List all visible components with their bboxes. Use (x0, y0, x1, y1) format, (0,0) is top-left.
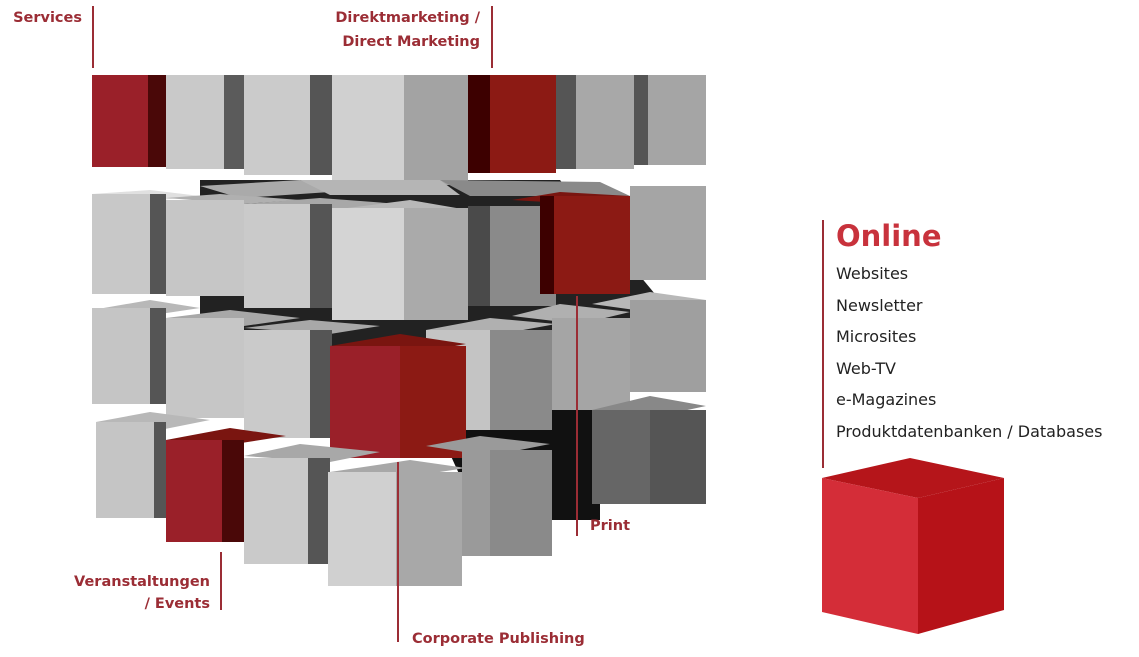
label-events-line1: Veranstaltungen (74, 574, 210, 590)
cube (244, 204, 310, 308)
cube-events (166, 440, 222, 542)
services-leader-line (92, 6, 94, 68)
online-leader-line (822, 220, 824, 468)
cube-row-3 (92, 292, 706, 458)
cube (96, 422, 154, 518)
cube (592, 410, 650, 504)
corporate-publishing-leader-line (397, 462, 399, 642)
print-leader-line (576, 296, 578, 536)
cube (328, 472, 396, 586)
cube (332, 208, 404, 320)
label-direct-marketing: Direktmarketing / Direct Marketing (280, 8, 480, 52)
cube-corporate-publishing (330, 346, 400, 458)
cube (92, 194, 150, 294)
cube (576, 75, 634, 169)
cube (244, 458, 308, 564)
online-item: Web-TV (836, 358, 896, 378)
cube (166, 200, 244, 296)
cube (166, 75, 224, 169)
direct-marketing-leader-line (491, 6, 493, 68)
cube-row-4 (96, 396, 706, 586)
label-events-line2: / Events (144, 596, 210, 612)
online-item: Newsletter (836, 295, 923, 315)
cube (490, 450, 552, 556)
cube (332, 75, 404, 185)
label-corporate-publishing: Corporate Publishing (412, 631, 585, 647)
cube (552, 318, 630, 410)
cube (630, 300, 706, 392)
label-services: Services (13, 10, 82, 26)
cube-print (552, 196, 630, 294)
cube-direct-marketing (490, 75, 556, 173)
cube (166, 318, 244, 418)
cube (244, 330, 310, 438)
cube (92, 308, 150, 404)
label-events: Veranstaltungen / Events (40, 572, 210, 614)
label-direct-marketing-line1: Direktmarketing / (335, 10, 480, 26)
online-item: Produktdatenbanken / Databases (836, 421, 1103, 441)
online-cube (822, 458, 1004, 634)
label-direct-marketing-line2: Direct Marketing (342, 34, 480, 50)
cube (648, 75, 706, 165)
online-item: Websites (836, 264, 909, 283)
events-leader-line (220, 552, 222, 610)
cube (244, 75, 310, 175)
cube-services (92, 75, 148, 167)
online-title: Online (836, 219, 942, 253)
cube-row-2 (92, 180, 706, 320)
cube-row-1 (92, 75, 706, 185)
online-item: Microsites (836, 327, 917, 346)
cube (630, 186, 706, 280)
label-print: Print (590, 518, 631, 534)
online-item: e-Magazines (836, 390, 937, 409)
online-list: Websites Newsletter Microsites Web-TV e-… (836, 258, 1102, 447)
